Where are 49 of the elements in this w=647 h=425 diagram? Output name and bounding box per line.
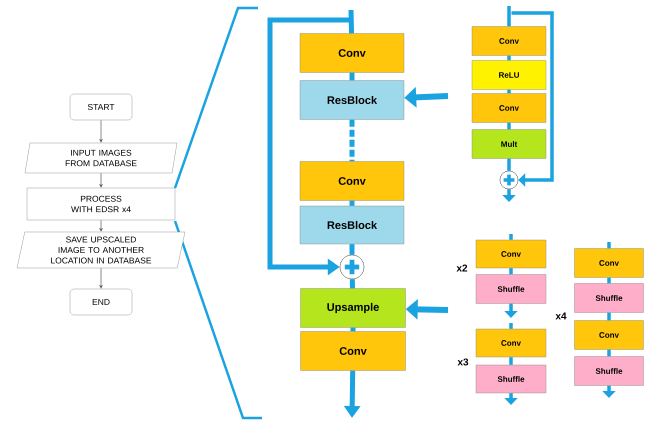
connector-line [350,244,354,255]
sum-circle [500,170,518,190]
connector-line [607,278,611,284]
connector-line [607,242,611,248]
layer-box: Shuffle [476,274,546,304]
arrow [512,11,554,187]
connector-line [607,350,611,356]
layer-box: Conv [574,248,644,278]
connector-line [509,323,513,329]
layer-box: Conv [476,328,546,358]
connector-line [350,279,356,288]
layer-box: Shuffle [574,356,644,386]
layer-box: Conv [300,331,406,371]
connector-line [507,56,511,60]
layer-box: ResBlock [300,80,404,120]
layer-box: Conv [574,320,644,350]
connector-line [350,72,354,80]
connector-line [507,122,511,130]
process-box: PROCESS WITH EDSR x4 [26,188,176,220]
multiplier-label: x3 [458,358,468,366]
connector-line [507,6,511,26]
layer-box: Upsample [300,288,406,328]
layer-box: Conv [476,240,546,268]
connector-line [607,312,611,320]
layer-box: Conv [300,161,404,201]
terminal-box: START [70,94,132,120]
io-parallelogram: INPUT IMAGES FROM DATABASE [24,142,178,174]
layer-box: Shuffle [476,364,546,394]
connector-line [507,90,511,94]
layer-box: Shuffle [574,283,644,313]
connector-line [348,10,354,34]
multiplier-label: x2 [456,264,468,272]
io-parallelogram: SAVE UPSCALED IMAGE TO ANOTHER LOCATION IN DATABASE [16,232,186,268]
layer-box: Conv [472,93,546,123]
layer-box: ReLU [472,60,546,90]
connector-line [350,200,354,206]
layer-box: Conv [472,26,546,56]
connector-line [350,328,356,332]
layer-box: Conv [300,33,404,73]
connector-line [509,357,513,365]
connector-line [507,158,511,171]
layer-box: Mult [472,129,546,159]
multiplier-label: x4 [556,312,566,320]
connector-line [509,268,513,274]
connector-line [509,234,513,240]
sum-circle [340,254,364,280]
connector-line [350,120,354,162]
layer-box: ResBlock [300,206,404,244]
terminal-box: END [70,288,132,316]
